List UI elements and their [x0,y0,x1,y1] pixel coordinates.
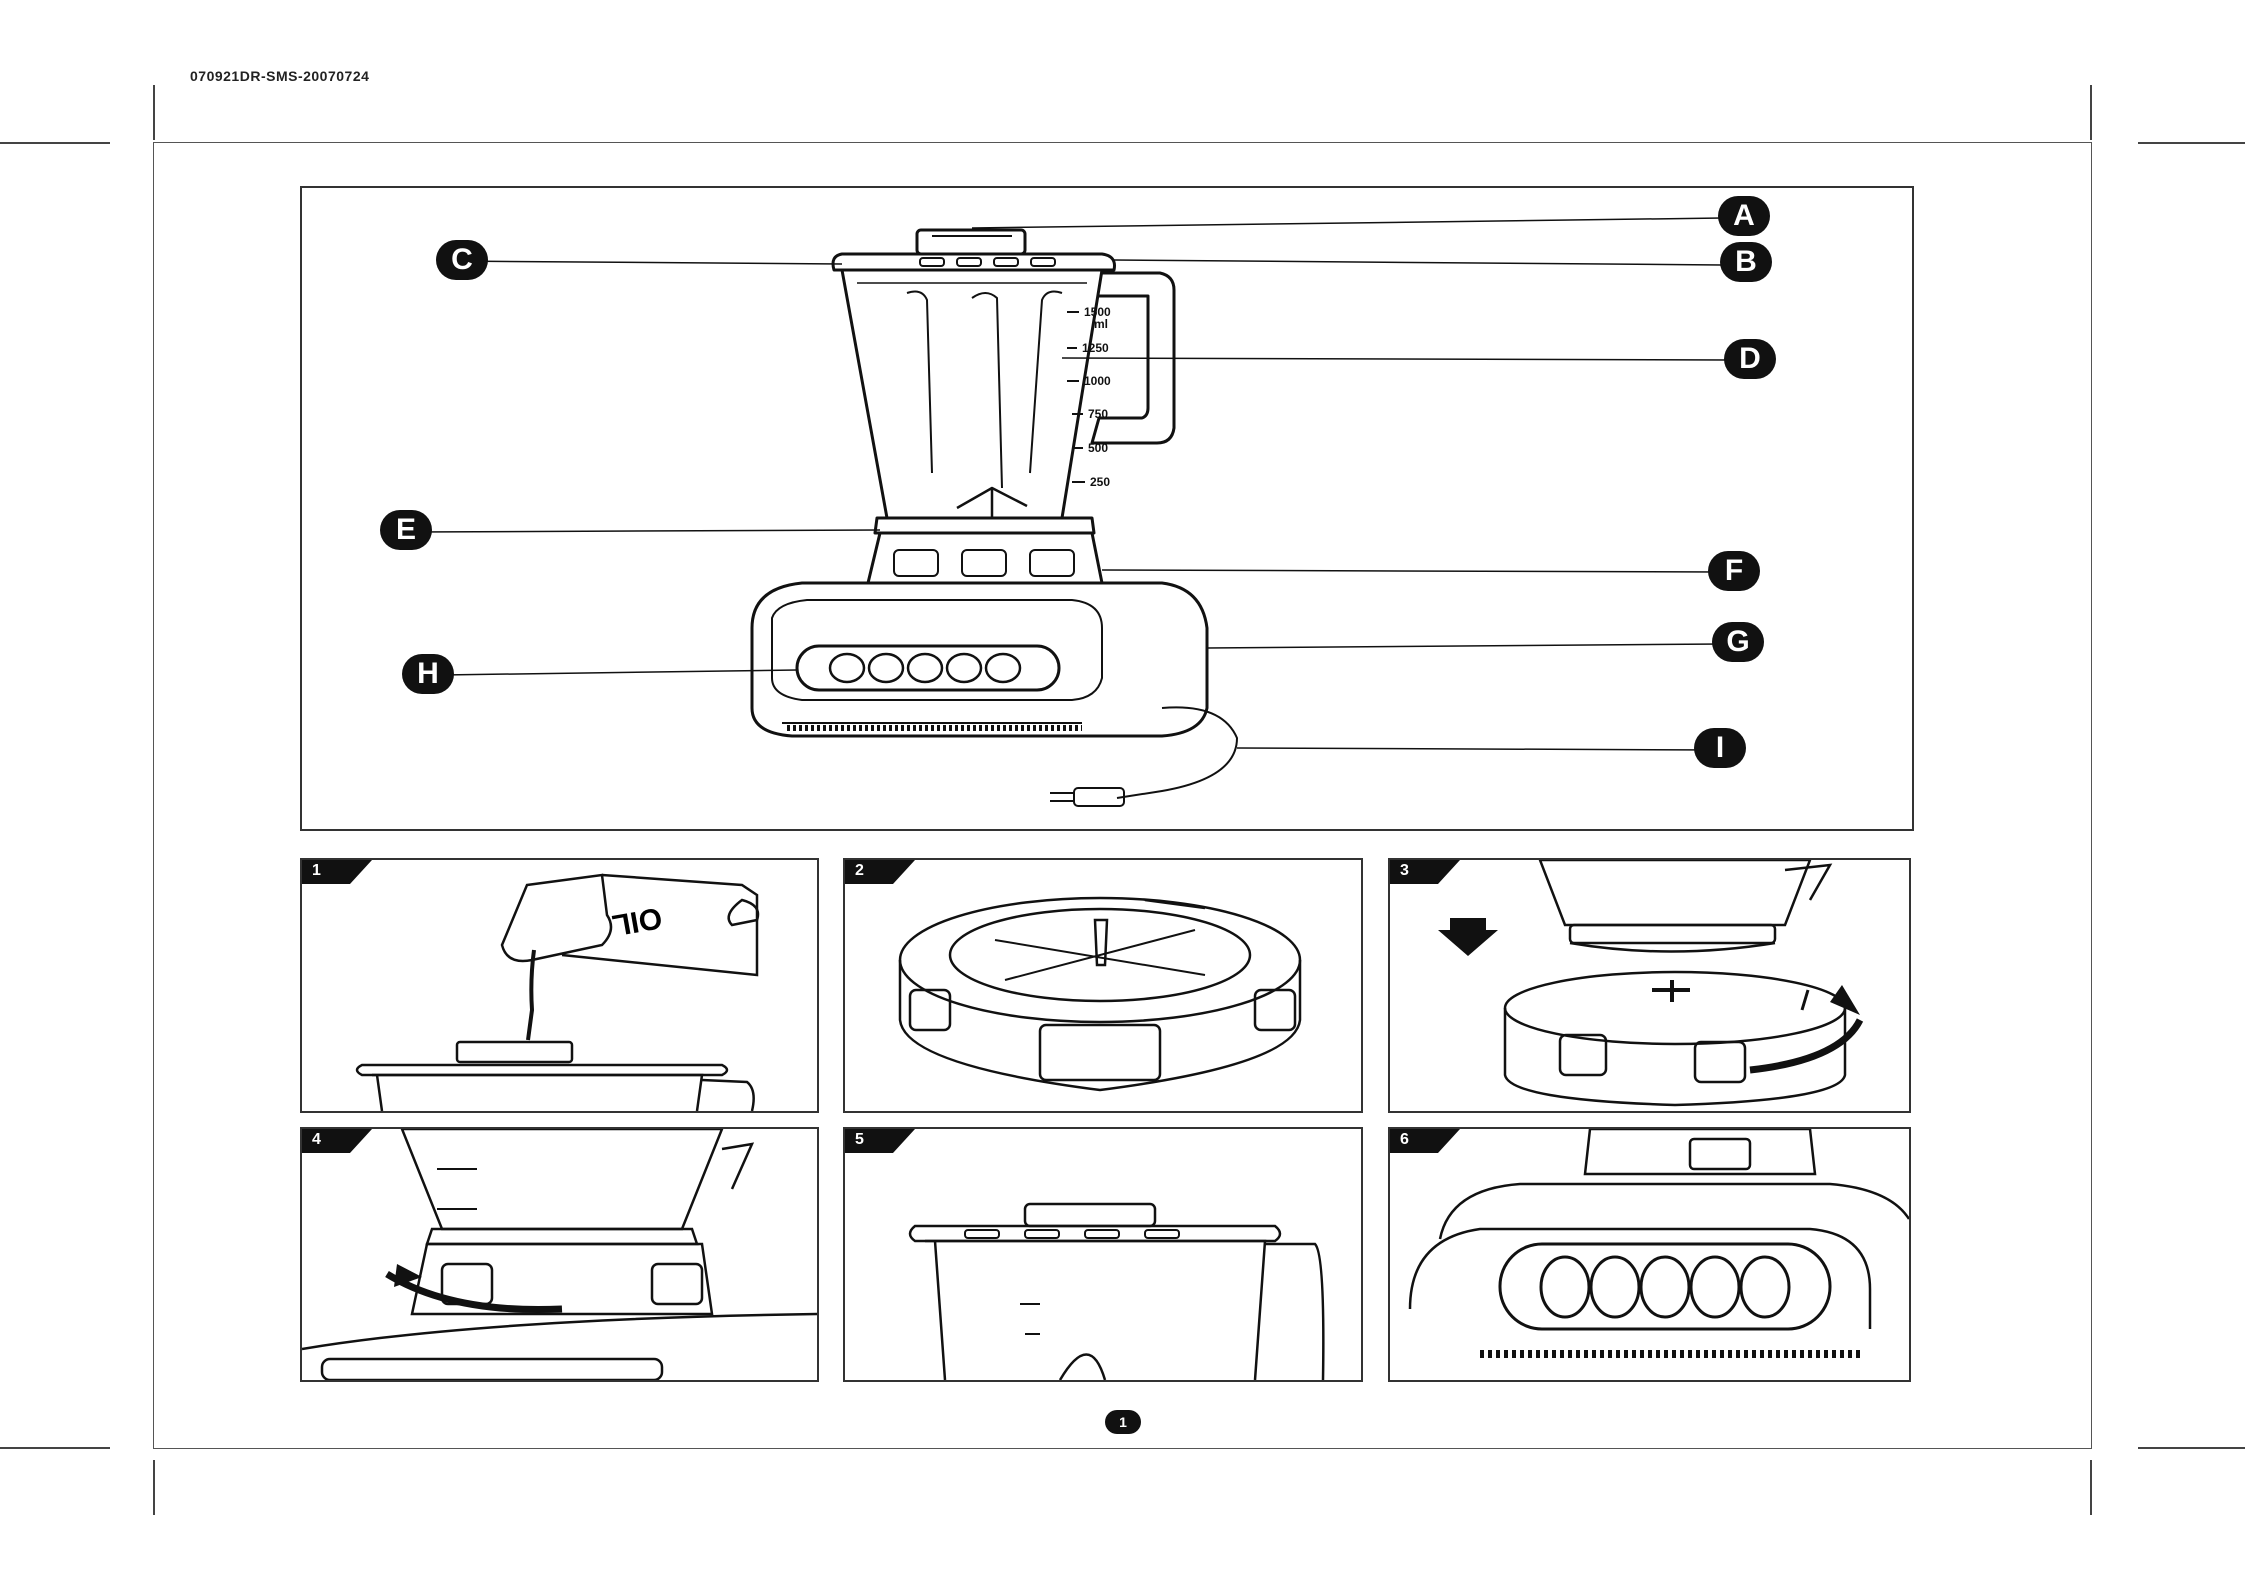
scale-mark-1250: 1250 [1082,341,1109,355]
step-panel-4: 4 [300,1127,819,1382]
step-panel-3: 3 [1388,858,1911,1113]
step-5-illustration [845,1129,1361,1380]
step-4-illustration [302,1129,817,1380]
parts-diagram-frame: 1500 ml 1250 1000 750 500 250 [300,186,1914,831]
step-2-illustration [845,860,1361,1111]
step-panel-2: 2 [843,858,1363,1113]
step-panel-6: 6 [1388,1127,1911,1382]
callout-g: G [1712,622,1764,662]
callout-h: H [402,654,454,694]
step-panel-5: 5 [843,1127,1363,1382]
callout-c: C [436,240,488,280]
crop-mark-top-right-v [2090,85,2092,140]
callout-f: F [1708,551,1760,591]
crop-mark-bottom-left-v [153,1460,155,1515]
page-number: 1 [1105,1410,1141,1434]
step-1-illustration: OIL [302,860,817,1111]
step-panel-1: 1 OIL [300,858,819,1113]
scale-mark-250: 250 [1090,475,1110,489]
crop-mark-bottom-right-v [2090,1460,2092,1515]
step-3-illustration [1390,860,1909,1111]
scale-unit: ml [1094,317,1108,331]
scale-mark-1000: 1000 [1084,374,1111,388]
callout-a: A [1718,196,1770,236]
job-code: 070921DR-SMS-20070724 [190,68,369,84]
callout-i: I [1694,728,1746,768]
crop-mark-top-left-h [0,142,110,144]
scale-mark-750: 750 [1088,407,1108,421]
step-1-container-label: OIL [610,901,665,942]
crop-mark-bottom-left-h [0,1447,110,1449]
callout-e: E [380,510,432,550]
blender-illustration: 1500 ml 1250 1000 750 500 250 [302,188,1912,829]
step-6-illustration [1390,1129,1909,1380]
callout-b: B [1720,242,1772,282]
scale-mark-500: 500 [1088,441,1108,455]
crop-mark-top-right-h [2138,142,2245,144]
crop-mark-top-left-v [153,85,155,140]
callout-d: D [1724,339,1776,379]
crop-mark-bottom-right-h [2138,1447,2245,1449]
